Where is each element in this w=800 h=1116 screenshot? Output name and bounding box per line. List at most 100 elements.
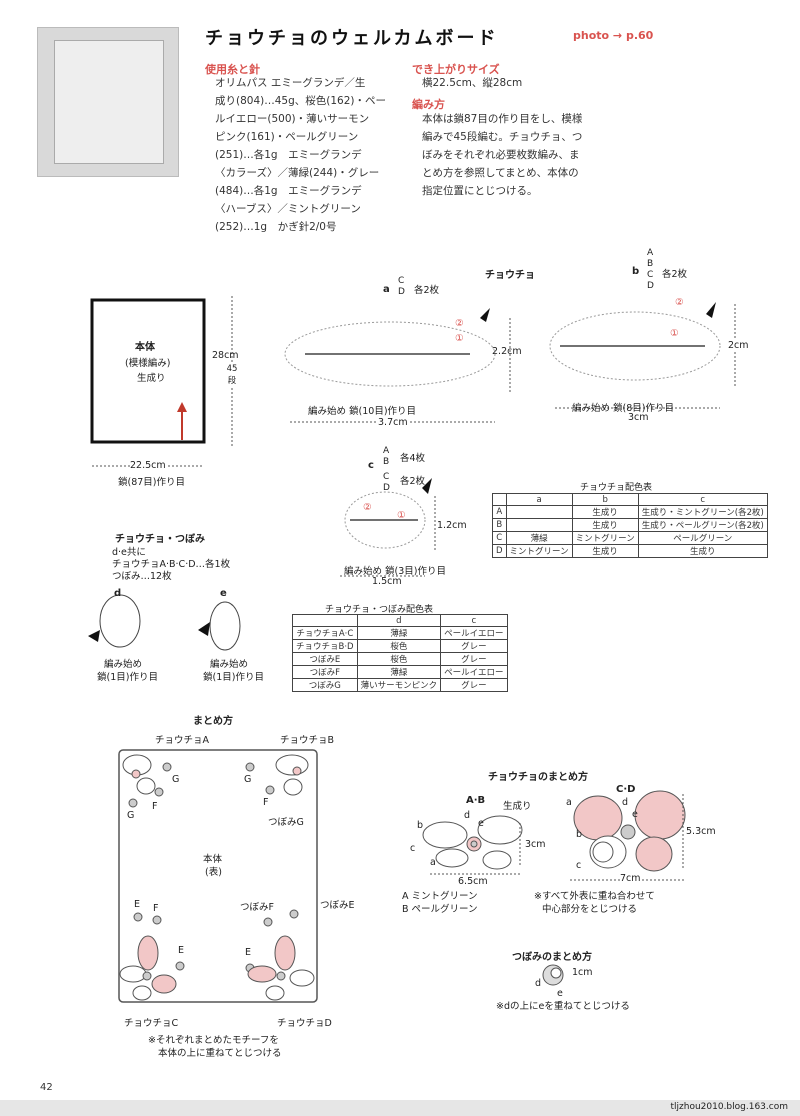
wing-a-mark2: ② bbox=[455, 318, 464, 329]
wing-a-height: 2.2cm bbox=[492, 346, 522, 357]
bud-section-text: d·e共に チョウチョA·B·C·D…各1枚 つぼみ…12枚 bbox=[112, 547, 230, 583]
table-cell: 生成り bbox=[637, 544, 768, 558]
bud-d-chart bbox=[99, 594, 141, 648]
bud-d-start: 編み始め bbox=[104, 659, 143, 670]
butterfly-table-caption: チョウチョ配色表 bbox=[580, 483, 653, 493]
wing-b-arrow bbox=[706, 302, 716, 318]
wing-b-letter: D bbox=[647, 281, 654, 291]
table-cell: チョウチョA·C bbox=[292, 626, 358, 640]
wing-c-count-1: 各4枚 bbox=[400, 453, 426, 464]
table-cell: d bbox=[356, 614, 442, 627]
wing-b-start: 編み始め 鎖(8目)作り目 bbox=[572, 403, 674, 414]
wing-a-letter: C bbox=[398, 276, 405, 286]
assembly-e2: E bbox=[178, 945, 185, 956]
butterfly-title: チョウチョ bbox=[485, 270, 535, 281]
table-row: チョウチョA·C 薄緑 ペールイエロー bbox=[292, 626, 508, 640]
assembly-body-2: (表) bbox=[205, 867, 222, 878]
product-photo bbox=[37, 27, 179, 177]
wing-c-letters-2: C D bbox=[383, 472, 390, 494]
butterfly-assembly-title: チョウチョのまとめ方 bbox=[488, 772, 588, 783]
table-cell: C bbox=[492, 531, 507, 545]
ab-legend-2: B ペールグリーン bbox=[402, 904, 478, 915]
assembly-body-1: 本体 bbox=[203, 854, 223, 865]
wing-c-letters-1: A B bbox=[383, 446, 389, 468]
method-line: 本体は鎖87目の作り目をし、模様 bbox=[422, 113, 583, 125]
body-height: 28cm bbox=[212, 350, 239, 361]
table-cell bbox=[292, 614, 358, 627]
table-cell: 生成り・ペールグリーン(各2枚) bbox=[637, 518, 768, 532]
table-cell: グレー bbox=[440, 639, 508, 653]
ab-c: c bbox=[410, 843, 416, 854]
bud-assembly-size: 1cm bbox=[572, 967, 593, 978]
table-cell: 生成り bbox=[571, 505, 639, 519]
wing-b-count: 各2枚 bbox=[662, 269, 688, 280]
bud-e-label: e bbox=[220, 588, 227, 599]
wing-c-mark1: ① bbox=[397, 510, 406, 521]
materials-line: (252)…1g かぎ針2/0号 bbox=[215, 221, 337, 233]
bud-f-3 bbox=[152, 915, 162, 925]
assembly-e1: E bbox=[134, 899, 141, 910]
wing-c-count-2: 各2枚 bbox=[400, 476, 426, 487]
wing-a-mark1: ① bbox=[455, 333, 464, 344]
assembly-f3: F bbox=[153, 903, 159, 914]
table-cell: 桜色 bbox=[356, 652, 442, 666]
cd-c: c bbox=[576, 860, 582, 871]
materials-line: (484)…各1g エミーグランデ bbox=[215, 185, 362, 197]
cd-width: 7cm bbox=[620, 873, 641, 884]
table-cell: 生成り bbox=[571, 518, 639, 532]
cd-height: 5.3cm bbox=[686, 826, 716, 837]
table-cell: 薄いサーモンピンク bbox=[356, 678, 442, 692]
photo-board bbox=[54, 40, 164, 164]
bud-e-chain: 鎖(1目)作り目 bbox=[203, 672, 264, 683]
table-cell: a bbox=[505, 493, 573, 506]
bud-d-chain: 鎖(1目)作り目 bbox=[97, 672, 158, 683]
footer-bar bbox=[0, 1100, 800, 1116]
bud-e-chart bbox=[209, 601, 241, 651]
wing-c-letter: A bbox=[383, 446, 390, 456]
bud-assembled-center bbox=[550, 967, 562, 979]
assembly-butterfly-b: チョウチョB bbox=[280, 735, 335, 746]
ab-a: a bbox=[430, 857, 436, 868]
assembly-butterfly-a: チョウチョA bbox=[155, 735, 209, 746]
table-cell: 薄緑 bbox=[356, 665, 442, 679]
table-cell: ペールグリーン bbox=[637, 531, 768, 545]
direction-arrowhead bbox=[177, 402, 187, 412]
butterfly-cd-assembled bbox=[573, 790, 686, 872]
wing-b-letters: A B C D bbox=[647, 248, 654, 292]
assembly-bud-e: つぼみE bbox=[320, 900, 355, 911]
bud-g-1 bbox=[162, 762, 172, 772]
table-cell bbox=[492, 493, 507, 506]
table-header-row: d c bbox=[292, 614, 508, 627]
method-text: 本体は鎖87目の作り目をし、模様 編みで45段編む。チョウチョ、つ ぼみをそれぞ… bbox=[422, 110, 622, 200]
assembly-f2: F bbox=[263, 797, 269, 808]
wing-c-arrow bbox=[422, 478, 432, 494]
wing-c-letter: D bbox=[383, 483, 390, 493]
table-cell: B bbox=[492, 518, 507, 532]
butterfly-b-motif bbox=[275, 754, 309, 796]
table-row: B 生成り 生成り・ペールグリーン(各2枚) bbox=[492, 518, 768, 532]
wing-b-height: 2cm bbox=[728, 340, 749, 351]
table-cell: A bbox=[492, 505, 507, 519]
table-row: つぼみF 薄緑 ペールイエロー bbox=[292, 665, 508, 679]
blog-url: tljzhou2010.blog.163.com bbox=[670, 1102, 789, 1112]
bud-assembly-note: ※dの上にeを重ねてとじつける bbox=[496, 1001, 630, 1012]
bud-assembly-d: d bbox=[535, 978, 542, 989]
method-line: とめ方を参照してまとめ、本体の bbox=[422, 167, 579, 179]
bud-e-1 bbox=[133, 912, 143, 922]
bud-assembly-title: つぼみのまとめ方 bbox=[512, 952, 592, 963]
wing-b-outline bbox=[549, 311, 721, 381]
butterfly-a-motif bbox=[122, 754, 156, 795]
wing-b-letter: A bbox=[647, 248, 654, 258]
materials-line: 〈カラーズ〉／薄緑(244)・グレー bbox=[215, 167, 380, 179]
butterfly-color-table: a b c A 生成り 生成り・ミントグリーン(各2枚) B 生成り 生成り・ペ… bbox=[492, 493, 768, 558]
wing-a-letters: C D bbox=[398, 276, 405, 298]
bud-section-line: チョウチョA·B·C·D…各1枚 bbox=[112, 559, 231, 570]
table-row: A 生成り 生成り・ミントグリーン(各2枚) bbox=[492, 505, 768, 519]
table-cell: つぼみG bbox=[292, 678, 358, 692]
assembly-butterfly-c: チョウチョC bbox=[124, 1018, 179, 1029]
bud-color-table: d c チョウチョA·C 薄緑 ペールイエロー チョウチョB·D 桜色 グレー … bbox=[292, 614, 508, 692]
assembly-note-1: ※それぞれまとめたモチーフを bbox=[148, 1035, 279, 1046]
table-cell: ミントグリーン bbox=[505, 544, 573, 558]
wing-b-mark1: ① bbox=[670, 328, 679, 339]
